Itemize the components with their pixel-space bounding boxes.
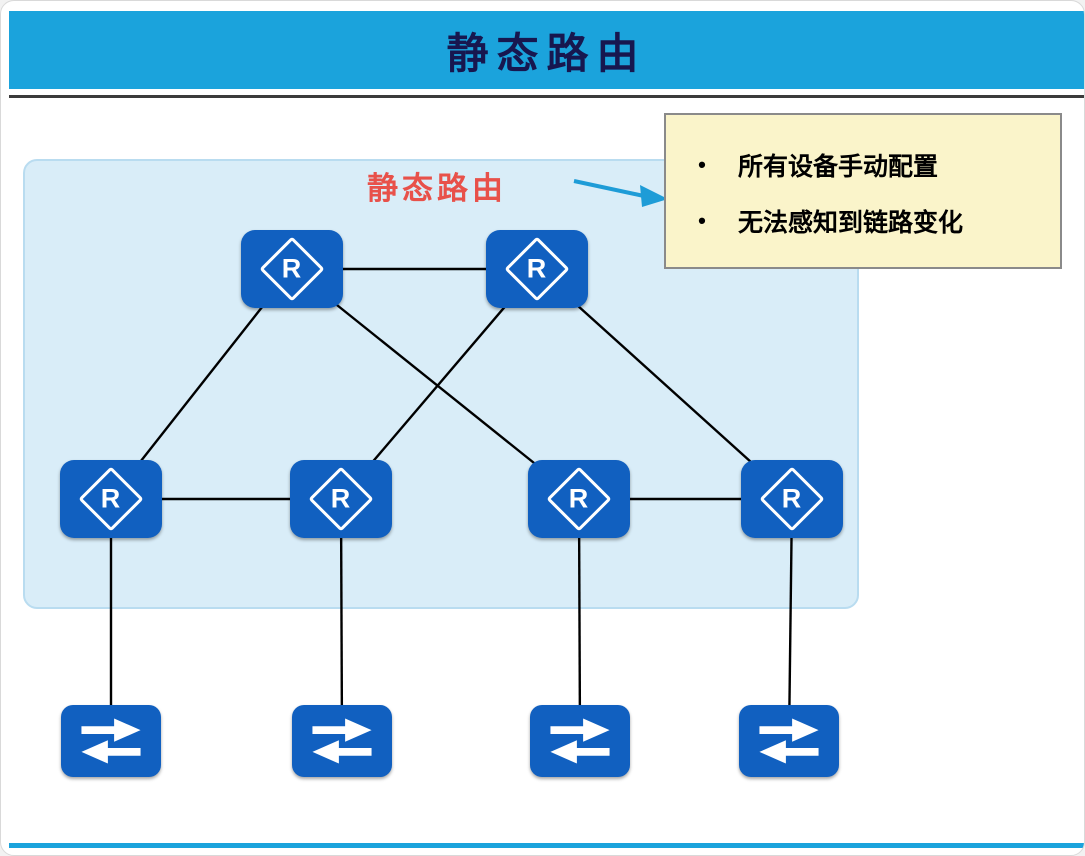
router-diamond-icon: R <box>259 236 325 302</box>
router-node: R <box>486 230 588 308</box>
note-text: 所有设备手动配置 <box>738 153 939 181</box>
page-title: 静态路由 <box>446 31 647 78</box>
router-glyph: R <box>282 253 302 284</box>
router-glyph: R <box>569 483 589 514</box>
diagram-label: 静态路由 <box>367 171 507 206</box>
callout-arrow-icon <box>573 179 668 207</box>
switch-node <box>61 705 161 777</box>
router-diamond-icon: R <box>78 466 144 532</box>
router-glyph: R <box>331 483 351 514</box>
router-diamond-icon: R <box>308 466 374 532</box>
switch-node <box>530 705 630 777</box>
header-divider <box>9 95 1084 98</box>
note-box: • 所有设备手动配置 • 无法感知到链路变化 <box>664 113 1062 269</box>
note-item: • 无法感知到链路变化 <box>666 193 1060 249</box>
bullet-icon: • <box>698 208 706 233</box>
router-node: R <box>290 460 392 538</box>
bullet-icon: • <box>698 152 706 177</box>
router-diamond-icon: R <box>759 466 825 532</box>
switch-arrows-icon <box>550 718 610 764</box>
note-text: 无法感知到链路变化 <box>738 209 964 237</box>
switch-arrows-icon <box>81 718 141 764</box>
switch-node <box>739 705 839 777</box>
switch-node <box>292 705 392 777</box>
switch-arrows-icon <box>759 718 819 764</box>
router-diamond-icon: R <box>546 466 612 532</box>
router-glyph: R <box>782 483 802 514</box>
router-node: R <box>241 230 343 308</box>
router-node: R <box>741 460 843 538</box>
footer-divider <box>9 843 1084 848</box>
router-node: R <box>528 460 630 538</box>
router-node: R <box>60 460 162 538</box>
router-glyph: R <box>101 483 121 514</box>
switch-arrows-icon <box>312 718 372 764</box>
note-item: • 所有设备手动配置 <box>666 137 1060 193</box>
router-glyph: R <box>527 253 547 284</box>
router-diamond-icon: R <box>504 236 570 302</box>
title-banner: 静态路由 <box>9 11 1084 89</box>
